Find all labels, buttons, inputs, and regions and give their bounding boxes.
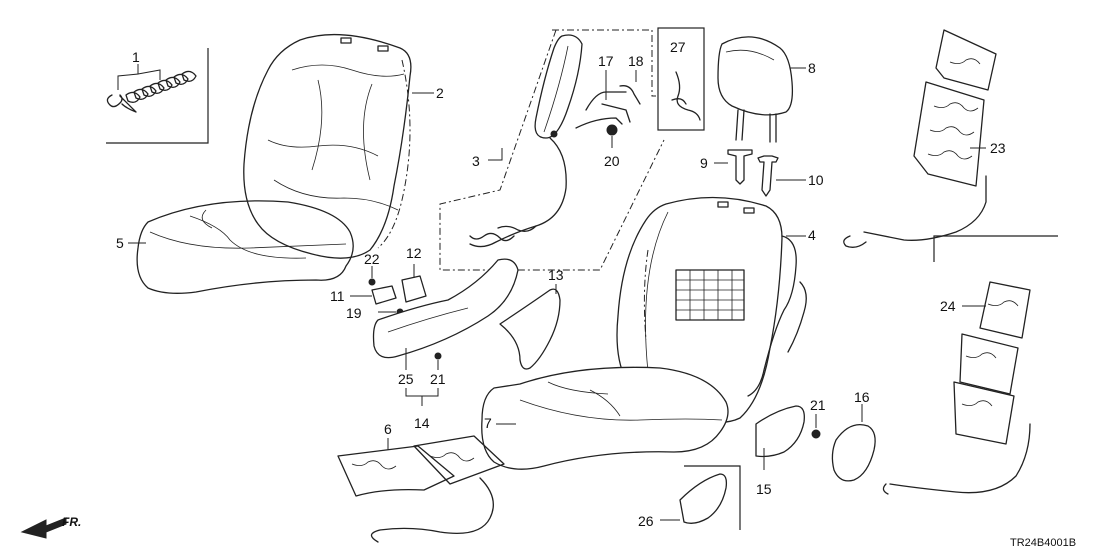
part-13-inner-cover <box>499 284 561 370</box>
part-21-clip-b <box>811 414 821 439</box>
callout-15: 15 <box>756 481 772 497</box>
callout-6: 6 <box>384 421 392 437</box>
part-12-knob <box>401 264 427 303</box>
callout-2: 2 <box>436 85 444 101</box>
part-16-cap <box>831 404 876 482</box>
part-7-seat-cushion <box>481 366 729 470</box>
callout-14: 14 <box>414 415 430 431</box>
callout-20: 20 <box>604 153 620 169</box>
part-26-bracket-cover <box>660 465 741 530</box>
callout-4: 4 <box>808 227 816 243</box>
callout-22: 22 <box>364 251 380 267</box>
callout-25: 25 <box>398 371 414 387</box>
part-3-back-frame-harness <box>439 29 665 271</box>
front-direction-arrow <box>20 517 67 539</box>
diagram-code: TR24B4001B <box>1010 537 1076 549</box>
part-14-bracket <box>405 388 439 406</box>
callout-10: 10 <box>808 172 824 188</box>
callout-17: 17 <box>598 53 614 69</box>
callout-21-a: 21 <box>430 371 446 387</box>
part-22-screw <box>368 266 376 286</box>
callout-12: 12 <box>406 245 422 261</box>
callout-24: 24 <box>940 298 956 314</box>
callout-5: 5 <box>116 235 124 251</box>
part-4-lumbar-grid <box>675 269 745 321</box>
callout-9: 9 <box>700 155 708 171</box>
callout-1: 1 <box>132 49 140 65</box>
part-6-cushion-heater <box>337 435 505 543</box>
callout-26: 26 <box>638 513 654 529</box>
part-27-wire <box>657 27 705 131</box>
part-9-guide-left <box>714 149 753 185</box>
part-11-lever <box>350 285 397 305</box>
callout-3: 3 <box>472 153 480 169</box>
part-23-seat-heater <box>843 29 997 248</box>
callout-8: 8 <box>808 60 816 76</box>
part-1-clips <box>106 48 209 144</box>
callout-18: 18 <box>628 53 644 69</box>
callout-13: 13 <box>548 267 564 283</box>
callout-23: 23 <box>990 140 1006 156</box>
front-label: FR. <box>62 515 81 529</box>
part-5-seat-cushion-cover <box>128 200 354 294</box>
callout-11: 11 <box>330 288 345 304</box>
part-4-seat-back-assembly <box>616 196 807 424</box>
part-10-guide-right <box>757 155 806 197</box>
part-20-nut <box>606 124 618 148</box>
callout-21-b: 21 <box>810 397 826 413</box>
part-8-headrest <box>717 36 806 143</box>
part-15-outer-cover <box>755 405 805 470</box>
part-24-seat-heater-lower <box>882 235 1058 495</box>
callout-27: 27 <box>670 39 686 55</box>
callout-19: 19 <box>346 305 362 321</box>
callout-labels: 1 2 3 4 5 6 7 8 9 10 11 12 13 14 15 16 1… <box>62 39 1076 549</box>
part-17-18-rods <box>575 70 641 129</box>
part-21-clip-a <box>434 352 442 370</box>
callout-16: 16 <box>854 389 870 405</box>
part-2-seat-back-cover <box>243 33 434 259</box>
callout-7: 7 <box>484 415 492 431</box>
part-25-side-cover <box>372 258 519 370</box>
